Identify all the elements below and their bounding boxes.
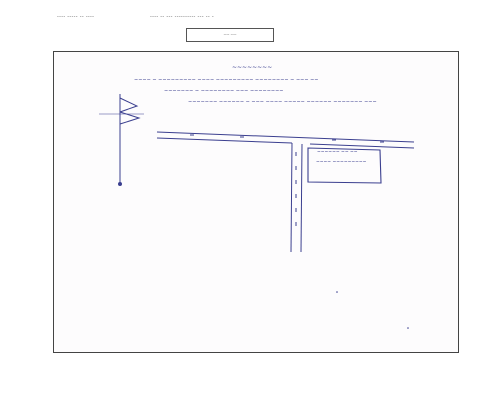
plot-label: ~~~~~~ ~~ ~~	[317, 150, 358, 155]
header-right-text: ---- -- --- ---------- --- -- -	[150, 14, 214, 20]
stray-mark	[336, 291, 338, 293]
north-arrow-icon	[99, 94, 144, 186]
sketch-line-1: ~~~~ ~ ~~~~~~~~~ ~~~~ ~~~~~~~~~ ~~~~~~~~…	[134, 77, 318, 83]
horizontal-road	[156, 131, 415, 149]
plot-sublabel: ~~~~ ~~~~~~~~~	[316, 160, 367, 165]
reference-box: ---- ----	[186, 28, 274, 42]
sketch-frame: ~~~~~~~~ ~~~~ ~ ~~~~~~~~~ ~~~~ ~~~~~~~~~…	[53, 51, 459, 353]
sketch-title: ~~~~~~~~	[232, 64, 272, 71]
stray-mark	[407, 327, 409, 329]
sketch-line-3: ~~~~~~~ ~~~~~~ ~ ~~~ ~~~~ ~~~~~ ~~~~~~ ~…	[188, 99, 377, 105]
marked-plot	[307, 147, 382, 184]
sketch-line-2: ~~~~~~~ ~ ~~~~~~~~ ~~~ ~~~~~~~~	[164, 88, 283, 94]
header-left-text: ---- ----- -- ----	[57, 14, 95, 20]
site-sketch: ~~~~~~~~ ~~~~ ~ ~~~~~~~~~ ~~~~ ~~~~~~~~~…	[99, 64, 415, 329]
vertical-road	[290, 142, 303, 253]
